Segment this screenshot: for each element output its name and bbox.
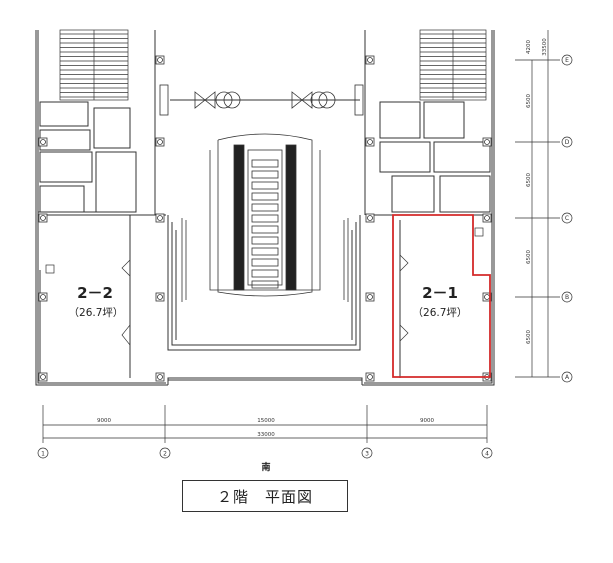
- column-core: [157, 374, 163, 380]
- vdim-4: 6500: [526, 250, 532, 264]
- unit-2-1-outline: [392, 214, 491, 378]
- dim-span-3: 9000: [420, 418, 434, 424]
- column-core: [157, 57, 163, 63]
- grid-row-b: B: [565, 294, 569, 301]
- horizontal-dimensions: [42, 405, 488, 443]
- vdim-2: 6500: [526, 94, 532, 108]
- vdim-total: 33500: [542, 38, 548, 56]
- escalator-step: [251, 159, 279, 168]
- structural-columns: [38, 55, 492, 382]
- stair-top-left: [59, 29, 129, 101]
- column-core: [367, 215, 373, 221]
- column-core: [484, 215, 490, 221]
- column-core: [157, 215, 163, 221]
- escalator-step: [251, 280, 279, 289]
- escalator-step: [251, 247, 279, 256]
- column-core: [40, 215, 46, 221]
- corridor-doors: [159, 84, 364, 116]
- grid-row-e: E: [565, 57, 569, 64]
- column-core: [367, 374, 373, 380]
- row-grid-markers: [561, 54, 573, 383]
- dim-span-1: 9000: [97, 418, 111, 424]
- vertical-dimensions: [515, 30, 560, 378]
- vdim-5: 6500: [526, 330, 532, 344]
- building-walls: [35, 30, 495, 386]
- dim-span-2: 15000: [257, 418, 275, 424]
- escalator-step: [251, 192, 279, 201]
- escalator-step: [251, 269, 279, 278]
- escalator: [181, 133, 349, 302]
- unit-2-2-name: 2－2: [77, 284, 113, 302]
- column-core: [40, 294, 46, 300]
- escalator-step: [251, 181, 279, 190]
- escalator-step: [251, 258, 279, 267]
- escalator-step: [251, 203, 279, 212]
- grid-col-4: 4: [485, 451, 489, 458]
- column-core: [157, 294, 163, 300]
- column-core: [367, 294, 373, 300]
- grid-col-2: 2: [163, 451, 167, 458]
- vdim-1: 4200: [526, 40, 532, 54]
- escalator-step: [251, 214, 279, 223]
- plan-title-box: ２階 平面図: [182, 480, 348, 512]
- column-core: [40, 139, 46, 145]
- grid-row-c: C: [565, 215, 569, 222]
- column-core: [484, 139, 490, 145]
- column-core: [484, 294, 490, 300]
- grid-row-d: D: [565, 139, 570, 146]
- escalator-step: [251, 170, 279, 179]
- grid-col-3: 3: [365, 451, 369, 458]
- column-core: [157, 139, 163, 145]
- unit-2-1-area: （26.7坪）: [413, 306, 468, 319]
- vdim-3: 6500: [526, 173, 532, 187]
- grid-row-a: A: [565, 374, 570, 381]
- dim-total: 33000: [257, 432, 275, 438]
- unit-2-1-name: 2－1: [422, 284, 458, 302]
- plan-title: ２階 平面図: [216, 487, 313, 506]
- escalator-step: [251, 225, 279, 234]
- orientation-label: 南: [261, 461, 270, 473]
- unit-2-2-area: （26.7坪）: [69, 306, 124, 319]
- column-core: [40, 374, 46, 380]
- escalator-step: [251, 236, 279, 245]
- column-core: [367, 139, 373, 145]
- column-grid-markers: [37, 447, 493, 459]
- stair-top-right: [419, 29, 487, 101]
- column-core: [367, 57, 373, 63]
- unit-doors: [45, 227, 484, 346]
- grid-col-1: 1: [41, 451, 45, 458]
